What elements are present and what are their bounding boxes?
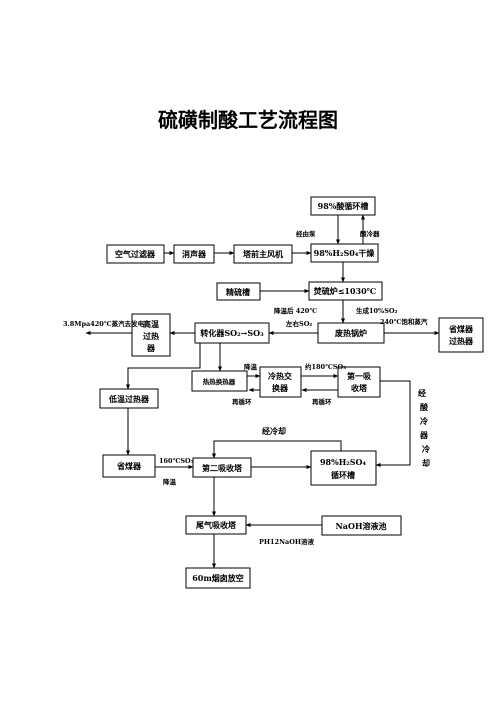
box-dry-tower: 98%H₂S0₄干燥 (310, 243, 379, 263)
box-waste-heat-boiler: 废热锅炉 (317, 322, 385, 344)
label-steam-38: 3.8Mpa420℃蒸汽去发电 (63, 319, 145, 328)
label-steam-240: 240℃饱和蒸汽 (380, 317, 428, 326)
box-hp-superheater: 高温 过热 器 (131, 313, 171, 357)
box-label-line-2: 过热器 (449, 336, 474, 346)
box-label: 98%H₂S0₄干燥 (314, 248, 376, 258)
box-main-blower: 塔前主风机 (233, 244, 293, 264)
edge-absorber1-tank (375, 380, 411, 467)
box-label: 消声器 (182, 249, 207, 259)
vertical-char: 经 (418, 388, 426, 398)
box-label: 第二吸收塔 (202, 463, 243, 473)
flow-edges (85, 214, 440, 569)
box-label: 转化器SO₂→SO₃ (200, 328, 264, 338)
box-stack: 60m烟囱放空 (185, 567, 251, 589)
label-about-180: 约180℃SO₃ (305, 362, 346, 371)
label-generate-so2: 生成10%SO₂ (356, 306, 398, 315)
box-label-line-2: 循环槽 (330, 470, 355, 480)
box-label: 低温过热器 (108, 394, 150, 404)
box-label: 60m烟囱放空 (192, 573, 244, 583)
box-label: 空气过滤器 (115, 249, 156, 259)
label-recirculate-left: 再循环 (232, 397, 252, 406)
vertical-char: 却 (422, 458, 430, 468)
box-label-line-1: 冷热交 (268, 371, 292, 381)
label-via-pump: 经由泵 (296, 229, 316, 238)
box-label-line-2: 收塔 (351, 383, 368, 393)
box-naoh-pool: NaOH溶液池 (321, 515, 402, 536)
box-label: 焚硫炉≤1030℃ (313, 286, 377, 296)
vertical-char: 酸 (420, 402, 429, 412)
vertical-char: 器 (419, 430, 429, 440)
box-label: 热热换热器 (203, 377, 236, 386)
box-label: 98%酸循环槽 (318, 201, 369, 211)
box-label: NaOH溶液池 (335, 521, 386, 531)
box-acid-tank-98-bottom: 98%H₂SO₄ 循环槽 (310, 450, 377, 486)
label-cool-down-1: 降温 (244, 362, 258, 371)
box-air-filter: 空气过滤器 (106, 244, 165, 264)
box-lt-superheater: 低温过热器 (99, 388, 159, 409)
box-label-line-2: 换器 (272, 383, 289, 393)
box-label-line-1: 省煤器 (448, 324, 474, 334)
box-converter: 转化器SO₂→SO₃ (194, 322, 270, 344)
box-acid-tank-98-top: 98%酸循环槽 (310, 196, 376, 216)
label-ph12: PH12NaOH溶液 (259, 537, 315, 546)
vertical-char: 冷 (422, 444, 430, 454)
box-label-line-1: 第一吸 (347, 371, 371, 381)
box-sulfur-tank: 精硫槽 (216, 282, 261, 301)
box-label-line-3: 器 (146, 343, 156, 353)
box-tail-gas-tower: 尾气吸收塔 (185, 515, 247, 535)
box-second-absorber: 第二吸收塔 (192, 457, 252, 478)
edge-tank-absorber2 (212, 440, 342, 459)
label-cooled-420: 降温后 420℃ (274, 306, 317, 315)
box-sulfur-furnace: 焚硫炉≤1030℃ (308, 281, 383, 301)
box-label: 精硫槽 (226, 287, 250, 297)
vertical-char: 冷 (420, 416, 428, 426)
edge-converter-ltsh (126, 343, 201, 390)
box-hot-exchanger: 热热换热器 (191, 370, 248, 392)
label-acid-cooler-cooling: 经 酸 冷 器 冷 却 (418, 388, 430, 468)
box-economizer-superheater: 省煤器 过热器 (438, 317, 484, 353)
box-cold-exchanger: 冷热交 换器 (259, 366, 302, 398)
box-label-line-1: 98%H₂SO₄ (320, 457, 367, 467)
label-via-cooling: 经冷却 (262, 426, 286, 436)
box-label-line-2: 过热 (143, 331, 159, 341)
box-label: 省煤器 (116, 461, 142, 471)
label-recirculate-right: 再循环 (312, 397, 332, 406)
label-so3-160: 160℃SO₃ (159, 457, 194, 465)
box-first-absorber: 第一吸 收塔 (337, 366, 381, 398)
label-about-so2: 左右SO₂ (285, 319, 312, 328)
page-title: 硫磺制酸工艺流程图 (158, 108, 338, 132)
box-economizer: 省煤器 (102, 454, 156, 478)
box-silencer: 消声器 (173, 244, 215, 264)
box-label: 塔前主风机 (243, 249, 283, 259)
box-label-line-1: 高温 (143, 319, 159, 329)
box-label: 废热锅炉 (335, 328, 367, 338)
label-cool-down-2: 降温 (163, 477, 177, 486)
box-label: 尾气吸收塔 (195, 520, 237, 530)
label-acid-cooler: 酸冷器 (360, 229, 380, 238)
